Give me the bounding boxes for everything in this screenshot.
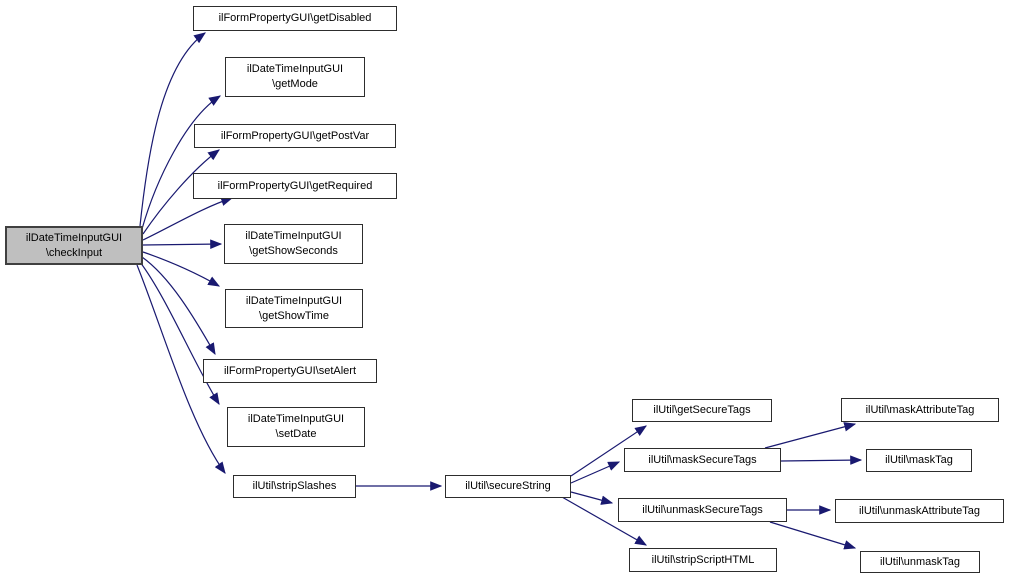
node-set-alert[interactable]: ilFormPropertyGUI\setAlert (203, 359, 377, 383)
node-label: ilUtil\secureString (465, 480, 551, 492)
node-label: ilUtil\stripSlashes (252, 480, 337, 492)
edge-secure-string-to-unmask-secure-tags (570, 491, 614, 505)
edge-check-input-to-get-required (142, 196, 234, 241)
node-label: ilDateTimeInputGUI (245, 230, 342, 242)
edge-mask-secure-tags-to-mask-tag (780, 455, 863, 465)
edge-check-input-to-get-disabled (139, 32, 206, 227)
node-strip-slashes[interactable]: ilUtil\stripSlashes (233, 475, 356, 498)
edge-check-input-to-get-show-time (142, 251, 221, 287)
edge-check-input-to-set-alert (141, 256, 216, 356)
node-secure-string[interactable]: ilUtil\secureString (445, 475, 571, 498)
node-unmask-attribute-tag[interactable]: ilUtil\unmaskAttributeTag (835, 499, 1004, 523)
node-mask-secure-tags[interactable]: ilUtil\maskSecureTags (624, 448, 781, 472)
node-label: ilFormPropertyGUI\setAlert (223, 364, 357, 377)
node-strip-script-html[interactable]: ilUtil\stripScriptHTML (629, 548, 777, 572)
node-label: \checkInput (45, 246, 103, 259)
edge-check-input-to-strip-slashes (136, 264, 226, 474)
node-get-mode[interactable]: ilDateTimeInputGUI \getMode (225, 57, 365, 97)
node-label: ilUtil\unmaskTag (879, 555, 961, 568)
edge-check-input-to-set-date (139, 261, 220, 406)
node-unmask-secure-tags[interactable]: ilUtil\unmaskSecureTags (618, 498, 787, 522)
node-label: ilDateTimeInputGUI (247, 413, 345, 425)
edge-check-input-to-get-show-seconds (142, 239, 223, 249)
node-set-date[interactable]: ilDateTimeInputGUI \setDate (227, 407, 365, 447)
node-unmask-tag[interactable]: ilUtil\unmaskTag (860, 551, 980, 573)
edge-secure-string-to-strip-script-html (561, 496, 648, 546)
node-label: ilUtil\unmaskSecureTags (642, 503, 763, 516)
node-get-show-time[interactable]: ilDateTimeInputGUI \getShowTime (225, 289, 363, 328)
node-get-show-seconds[interactable]: ilDateTimeInputGUI \getShowSeconds (224, 224, 363, 264)
node-label: ilFormPropertyGUI\getPostVar (220, 129, 370, 142)
node-label: \getShowTime (259, 309, 329, 322)
node-label: ilUtil\stripScriptHTML (651, 553, 755, 566)
node-get-required[interactable]: ilFormPropertyGUI\getRequired (193, 173, 397, 199)
node-label: ilFormPropertyGUI\getDisabled (218, 12, 372, 24)
edge-check-input-to-get-post-var (142, 149, 220, 235)
node-get-disabled[interactable]: ilFormPropertyGUI\getDisabled (193, 6, 397, 31)
edge-secure-string-to-get-secure-tags (570, 425, 647, 477)
node-label: ilUtil\getSecureTags (653, 404, 751, 416)
node-label: ilDateTimeInputGUI (245, 294, 343, 307)
node-label: ilFormPropertyGUI\getRequired (217, 179, 373, 192)
edge-mask-secure-tags-to-mask-attribute-tag (764, 422, 857, 449)
node-label: ilUtil\maskAttributeTag (865, 403, 975, 416)
node-get-post-var[interactable]: ilFormPropertyGUI\getPostVar (194, 124, 396, 148)
node-check-input: ilDateTimeInputGUI \checkInput (5, 226, 143, 265)
node-label: \getShowSeconds (249, 245, 338, 257)
node-label: ilDateTimeInputGUI (246, 63, 344, 75)
node-mask-attribute-tag[interactable]: ilUtil\maskAttributeTag (841, 398, 999, 422)
node-label: ilUtil\unmaskAttributeTag (858, 504, 981, 517)
node-label: ilUtil\maskTag (885, 454, 953, 466)
edge-unmask-secure-tags-to-unmask-tag (769, 521, 857, 550)
edge-check-input-to-get-mode (141, 95, 222, 230)
edge-secure-string-to-mask-secure-tags (570, 461, 621, 484)
node-label: \setDate (275, 428, 317, 440)
node-label: \getMode (272, 78, 318, 90)
node-get-secure-tags[interactable]: ilUtil\getSecureTags (632, 399, 772, 422)
node-mask-tag[interactable]: ilUtil\maskTag (866, 449, 972, 472)
node-label: ilDateTimeInputGUI (25, 231, 123, 244)
node-label: ilUtil\maskSecureTags (648, 453, 757, 466)
